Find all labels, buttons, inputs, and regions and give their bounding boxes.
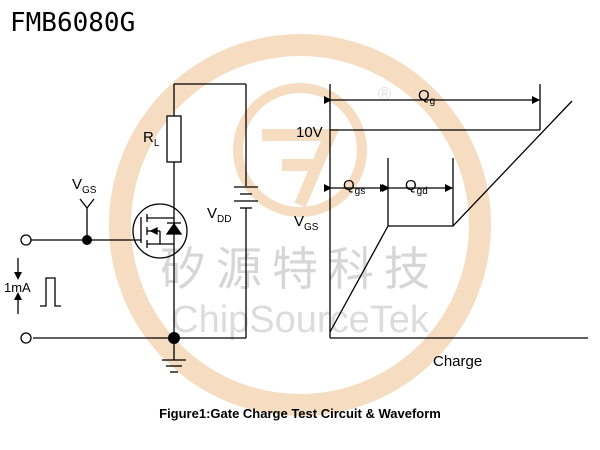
vgs-probe-left bbox=[79, 198, 88, 209]
rl-resistor bbox=[166, 115, 182, 163]
current-arrowhead-down bbox=[14, 272, 22, 280]
level-10v-label: 10V bbox=[296, 124, 323, 141]
body-diode bbox=[165, 222, 183, 235]
input-terminal-bottom bbox=[20, 332, 32, 344]
qgd-label: Qgd bbox=[405, 177, 428, 197]
watermark-registered: ® bbox=[378, 84, 391, 104]
test-circuit bbox=[17, 83, 258, 373]
qgs-label: Qgs bbox=[343, 177, 365, 197]
gate-junction-dot bbox=[82, 235, 92, 245]
watermark-chinese: 矽源特科技 bbox=[160, 242, 440, 296]
watermark-logo-ring bbox=[109, 34, 491, 416]
watermark-logo-inner bbox=[233, 83, 367, 217]
waveform-x-label: Charge bbox=[433, 353, 482, 370]
mosfet-arrow bbox=[149, 226, 158, 236]
vgs-probe-right bbox=[86, 198, 95, 209]
mosfet-body bbox=[132, 203, 188, 259]
watermark-logo-glyph bbox=[262, 129, 340, 208]
current-label: 1mA bbox=[4, 280, 31, 295]
vdd-label: VDD bbox=[207, 205, 231, 225]
page-title: FMB6080G bbox=[10, 8, 136, 38]
watermark-english: ChipSourceTek bbox=[171, 299, 430, 341]
waveform bbox=[324, 84, 588, 339]
watermark: ® 矽源特科技 ChipSourceTek bbox=[109, 34, 491, 416]
vgs-label: VGS bbox=[72, 176, 97, 196]
vgs-curve bbox=[329, 100, 573, 333]
waveform-y-label: VGS bbox=[294, 213, 319, 233]
input-terminal-top bbox=[20, 234, 32, 246]
current-arrowhead-up bbox=[14, 292, 22, 300]
figure-caption: Figure1:Gate Charge Test Circuit & Wavef… bbox=[159, 406, 441, 421]
rl-label: RL bbox=[143, 129, 160, 149]
ground-junction-dot bbox=[168, 332, 180, 344]
qg-label: Qg bbox=[418, 87, 435, 107]
pulse-waveform bbox=[40, 277, 61, 307]
